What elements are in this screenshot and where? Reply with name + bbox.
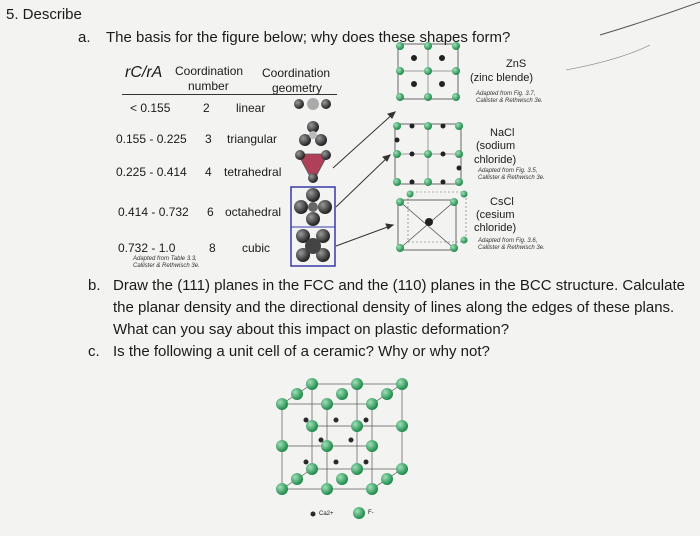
- part-c-marker: c.: [88, 343, 100, 360]
- row-5-range: 0.732 - 1.0: [118, 241, 176, 255]
- pen-stroke-mark-2: [565, 44, 651, 71]
- row-2-geometry: triangular: [227, 132, 278, 146]
- coord-number-header-2: number: [188, 79, 229, 93]
- zns-source-2: Callister & Rethwisch 3e.: [476, 98, 543, 104]
- zns-source-1: Adapted from Fig. 3.7,: [476, 91, 536, 97]
- row-1-geometry: linear: [236, 101, 266, 115]
- legend-anion-symbol: [353, 507, 365, 519]
- octahedral-shape-icon: [294, 188, 332, 226]
- pen-stroke-mark: [599, 1, 700, 36]
- coord-geometry-header-1: Coordination: [262, 66, 331, 80]
- tetrahedral-shape-icon: [295, 150, 331, 183]
- zns-label-1: ZnS: [506, 58, 527, 70]
- cscl-label-3: chloride): [474, 222, 517, 234]
- nacl-label-2: (sodium: [476, 140, 516, 152]
- arrows: [332, 111, 396, 247]
- row-5-number: 8: [209, 241, 216, 255]
- header-rule: [122, 94, 337, 95]
- nacl-source-1: Adapted from Fig. 3.5,: [478, 168, 538, 174]
- row-4-number: 6: [207, 205, 214, 219]
- row-4-geometry: octahedral: [225, 205, 282, 219]
- question-number: 5. Describe: [6, 6, 82, 23]
- legend-cation-symbol: [310, 511, 316, 517]
- legend-cation-label: Ca2+: [319, 511, 334, 517]
- nacl-source-2: Callister & Rethwisch 3e.: [478, 175, 545, 181]
- row-2-range: 0.155 - 0.225: [116, 132, 187, 146]
- part-a-text: The basis for the figure below; why does…: [106, 29, 511, 46]
- nacl-crystal-icon: [393, 122, 463, 186]
- cscl-crystal-icon: [396, 190, 468, 252]
- cubic-shape-icon: [296, 229, 330, 262]
- row-5-geometry: cubic: [242, 241, 271, 255]
- fluorite-unit-cell-icon: [276, 378, 408, 495]
- triangular-shape-icon: [299, 121, 327, 146]
- table-source-2: Callister & Rethwisch 3e.: [133, 263, 200, 269]
- row-4-range: 0.414 - 0.732: [118, 205, 189, 219]
- table-source-1: Adapted from Table 3.3,: [133, 256, 197, 262]
- part-b-line-3: What can you say about this impact on pl…: [113, 321, 510, 338]
- linear-shape-icon: [294, 98, 331, 110]
- cscl-source-2: Callister & Rethwisch 3e.: [478, 245, 545, 251]
- cscl-label-1: CsCl: [490, 196, 514, 208]
- row-1-range: < 0.155: [130, 101, 171, 115]
- row-3-geometry: tetrahedral: [224, 165, 282, 179]
- zns-label-2: (zinc blende): [470, 72, 533, 84]
- ratio-header: rC/rA: [125, 64, 163, 81]
- coord-number-header-1: Coordination: [175, 64, 244, 78]
- coord-geometry-header-2: geometry: [272, 81, 323, 95]
- cscl-source-1: Adapted from Fig. 3.6,: [478, 238, 538, 244]
- part-b-line-2: the planar density and the directional d…: [113, 299, 675, 316]
- cscl-label-2: (cesium: [476, 209, 515, 221]
- part-c-text: Is the following a unit cell of a cerami…: [113, 343, 490, 360]
- row-3-number: 4: [205, 165, 212, 179]
- part-b-line-1: Draw the (111) planes in the FCC and the…: [113, 277, 685, 294]
- row-3-range: 0.225 - 0.414: [116, 165, 187, 179]
- part-a-marker: a.: [78, 29, 91, 46]
- part-b-marker: b.: [88, 277, 101, 294]
- zns-crystal-icon: [396, 42, 460, 101]
- nacl-label-1: NaCl: [490, 127, 515, 139]
- row-1-number: 2: [203, 101, 210, 115]
- legend-anion-label: F-: [368, 510, 374, 516]
- nacl-label-3: chloride): [474, 154, 517, 166]
- row-2-number: 3: [205, 132, 212, 146]
